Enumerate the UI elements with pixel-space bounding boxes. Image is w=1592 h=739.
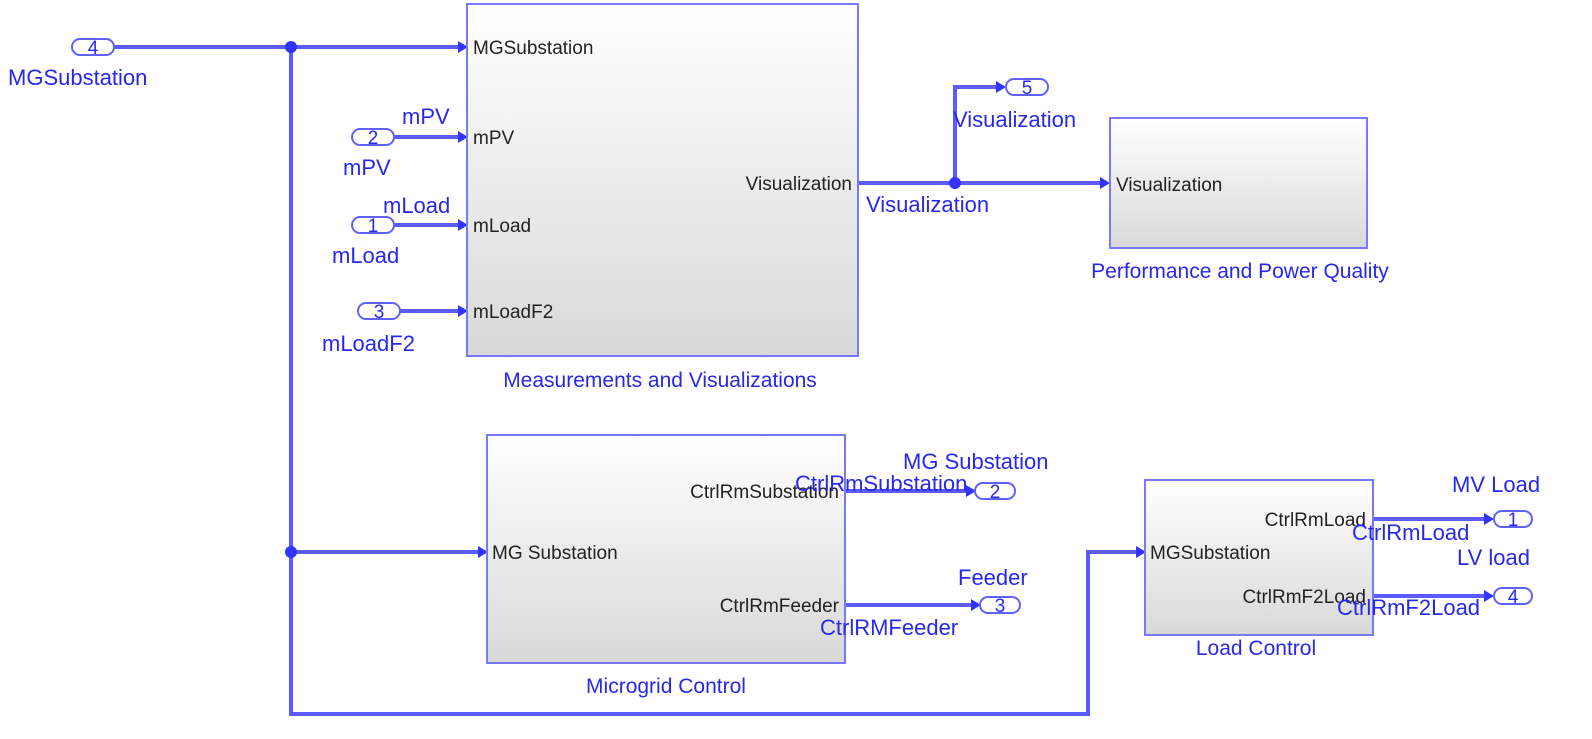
measurements-block[interactable]: MGSubstation mPV mLoad mLoadF2 Visualiza…: [466, 3, 859, 357]
signal-label: CtrlRmSubstation: [795, 471, 967, 496]
outport-3[interactable]: 3 Feeder: [958, 565, 1028, 617]
svg-text:5: 5: [1022, 78, 1033, 99]
arrowheads: [458, 41, 1494, 611]
outport-4[interactable]: 4 LV load: [1457, 545, 1533, 608]
outport-label: Visualization: [953, 107, 1076, 132]
inport-label: MGSubstation: [8, 65, 147, 90]
svg-text:CtrlRmLoad: CtrlRmLoad: [1265, 510, 1366, 531]
svg-text:mLoadF2: mLoadF2: [473, 302, 553, 323]
block-title: Microgrid Control: [586, 675, 746, 698]
junction-dot: [949, 177, 961, 189]
junction-dot: [285, 546, 297, 558]
outport-2[interactable]: 2 MG Substation: [903, 449, 1049, 503]
svg-text:MGSubstation: MGSubstation: [473, 38, 593, 59]
svg-text:CtrlRmFeeder: CtrlRmFeeder: [720, 596, 840, 617]
svg-text:mLoad: mLoad: [473, 216, 531, 237]
svg-text:4: 4: [1508, 587, 1519, 608]
outport-label: MG Substation: [903, 449, 1049, 474]
svg-text:MGSubstation: MGSubstation: [1150, 543, 1270, 564]
inport-2[interactable]: 2 mPV mPV: [343, 104, 450, 180]
microgrid-control-block[interactable]: MG Substation CtrlRmSubstation CtrlRmFee…: [486, 434, 846, 664]
load-control-block[interactable]: MGSubstation CtrlRmLoad CtrlRmF2Load: [1144, 479, 1374, 636]
block-title: Measurements and Visualizations: [503, 369, 817, 392]
inport-label: mLoad: [332, 243, 399, 268]
svg-text:3: 3: [995, 596, 1006, 617]
svg-text:1: 1: [1508, 510, 1519, 531]
svg-text:CtrlRmF2Load: CtrlRmF2Load: [1242, 587, 1366, 608]
outport-label: MV Load: [1452, 472, 1540, 497]
inport-4[interactable]: 4 MGSubstation: [8, 38, 147, 90]
svg-text:Visualization: Visualization: [1116, 175, 1222, 196]
performance-block[interactable]: Visualization: [1109, 117, 1368, 249]
svg-text:Visualization: Visualization: [746, 174, 852, 195]
signal-lines[interactable]: [114, 45, 1486, 716]
inport-label: mLoadF2: [322, 331, 415, 356]
signal-label: Visualization: [866, 192, 989, 217]
outport-1[interactable]: 1 MV Load: [1452, 472, 1540, 531]
inport-3[interactable]: 3 mLoadF2: [322, 302, 415, 356]
inport-1[interactable]: 1 mLoad mLoad: [332, 193, 450, 268]
block-title: Load Control: [1196, 637, 1316, 660]
junction-dot: [285, 41, 297, 53]
signal-label: CtrlRmLoad: [1352, 520, 1469, 545]
signal-label: CtrlRmF2Load: [1337, 595, 1480, 620]
svg-text:2: 2: [990, 482, 1001, 503]
outport-label: Feeder: [958, 565, 1028, 590]
svg-text:3: 3: [374, 302, 385, 323]
svg-text:1: 1: [368, 216, 379, 237]
svg-text:MG Substation: MG Substation: [492, 543, 618, 564]
signal-label: CtrlRMFeeder: [820, 615, 958, 640]
inport-label: mPV: [343, 155, 391, 180]
outport-5[interactable]: 5 Visualization: [953, 78, 1076, 132]
outport-label: LV load: [1457, 545, 1530, 570]
svg-text:4: 4: [88, 38, 99, 59]
svg-text:2: 2: [368, 128, 379, 149]
svg-text:CtrlRmSubstation: CtrlRmSubstation: [690, 482, 839, 503]
signal-label: mLoad: [383, 193, 450, 218]
signal-label: mPV: [402, 104, 450, 129]
svg-text:mPV: mPV: [473, 128, 515, 149]
block-title: Performance and Power Quality: [1091, 260, 1389, 283]
